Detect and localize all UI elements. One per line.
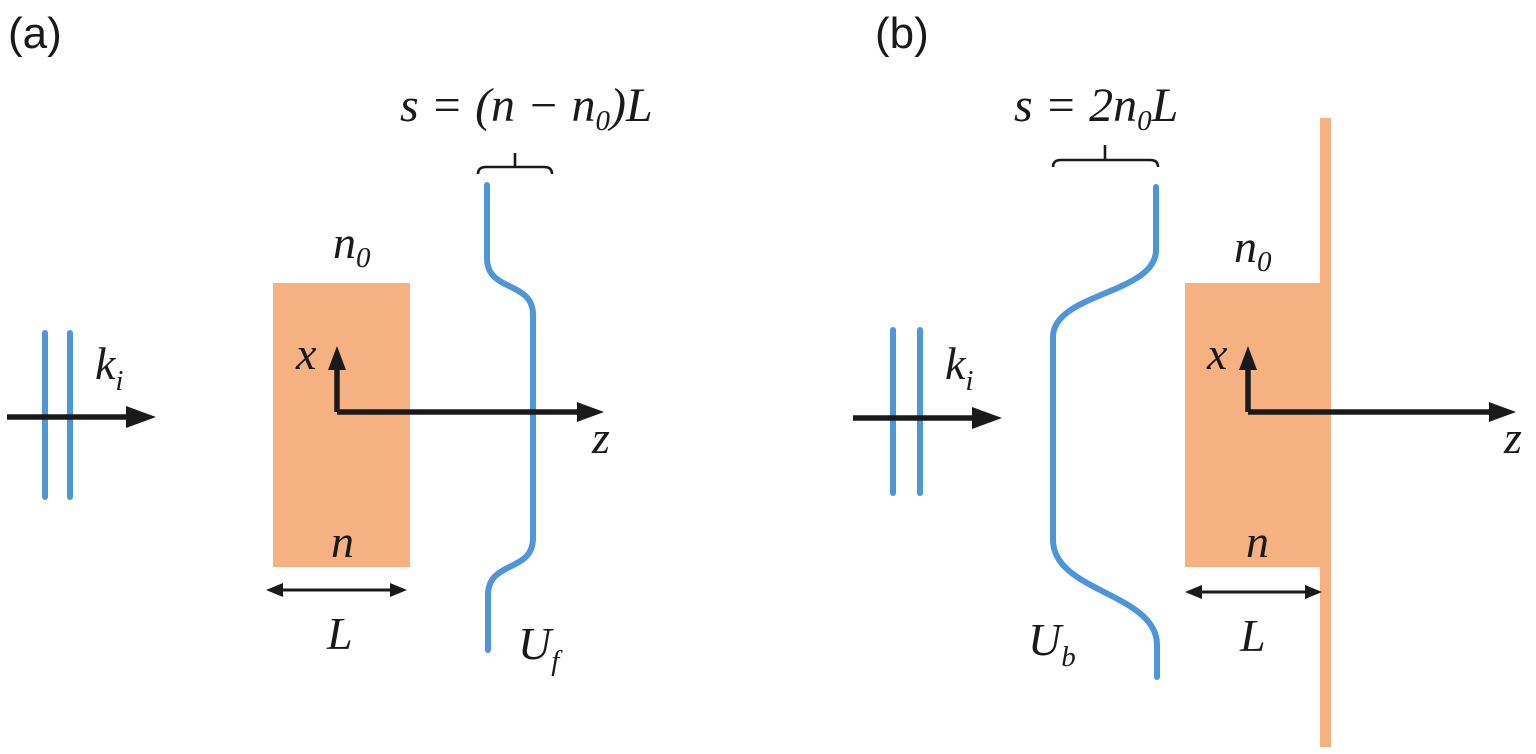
thickness-label-a: L bbox=[326, 608, 353, 659]
mirror-bar-b bbox=[1320, 118, 1331, 747]
slab-index-label-b: n bbox=[1246, 516, 1269, 567]
thickness-arrowhead-right-a bbox=[390, 583, 407, 597]
k-vector-arrowhead-b bbox=[972, 407, 1002, 429]
z-axis-label-b: z bbox=[1503, 412, 1522, 463]
field-label-a: Uf bbox=[518, 618, 563, 677]
panel-a-label: (a) bbox=[8, 9, 62, 58]
z-axis-label-a: z bbox=[591, 412, 610, 463]
x-axis-label-b: x bbox=[1206, 328, 1228, 379]
surround-index-label-b: n0 bbox=[1234, 221, 1272, 278]
panel-b-ink-group bbox=[853, 145, 1516, 599]
k-vector-arrowhead-a bbox=[126, 406, 156, 428]
panel-a: (a) s = (n − n0)L n0 x z n ki L Uf bbox=[7, 9, 653, 677]
slab-index-label-a: n bbox=[331, 516, 354, 567]
thickness-label-b: L bbox=[1239, 610, 1266, 661]
wavevector-label-b: ki bbox=[945, 338, 973, 397]
z-axis-arrowhead-a bbox=[577, 402, 604, 422]
shift-bracket-a bbox=[476, 165, 554, 175]
shift-bracket-b bbox=[1051, 158, 1160, 168]
panel-b-label: (b) bbox=[875, 9, 929, 58]
transmitted-wavefront-curve-a bbox=[484, 182, 536, 653]
thickness-arrowhead-right-b bbox=[1305, 585, 1322, 599]
wavevector-label-a: ki bbox=[95, 338, 123, 397]
surround-index-label-a: n0 bbox=[333, 217, 371, 274]
slab-b bbox=[1185, 283, 1320, 567]
thickness-arrowhead-left-b bbox=[1185, 585, 1202, 599]
x-axis-label-a: x bbox=[295, 328, 317, 379]
reflected-wavefront-curve-b bbox=[1050, 184, 1160, 680]
slab-a bbox=[273, 283, 410, 567]
shift-formula-b: s = 2n0L bbox=[1014, 79, 1178, 137]
z-axis-arrowhead-b bbox=[1489, 402, 1516, 422]
panel-b-blue-group bbox=[890, 184, 1160, 680]
x-axis-arrowhead-b bbox=[1239, 346, 1257, 370]
shift-formula-a: s = (n − n0)L bbox=[400, 79, 653, 137]
panel-b: (b) s = 2n0L n0 x z n ki L Ub bbox=[853, 9, 1522, 747]
thickness-arrowhead-left-a bbox=[266, 583, 283, 597]
x-axis-arrowhead-a bbox=[328, 346, 346, 370]
field-label-b: Ub bbox=[1028, 614, 1076, 673]
panel-a-ink-group bbox=[7, 153, 604, 597]
